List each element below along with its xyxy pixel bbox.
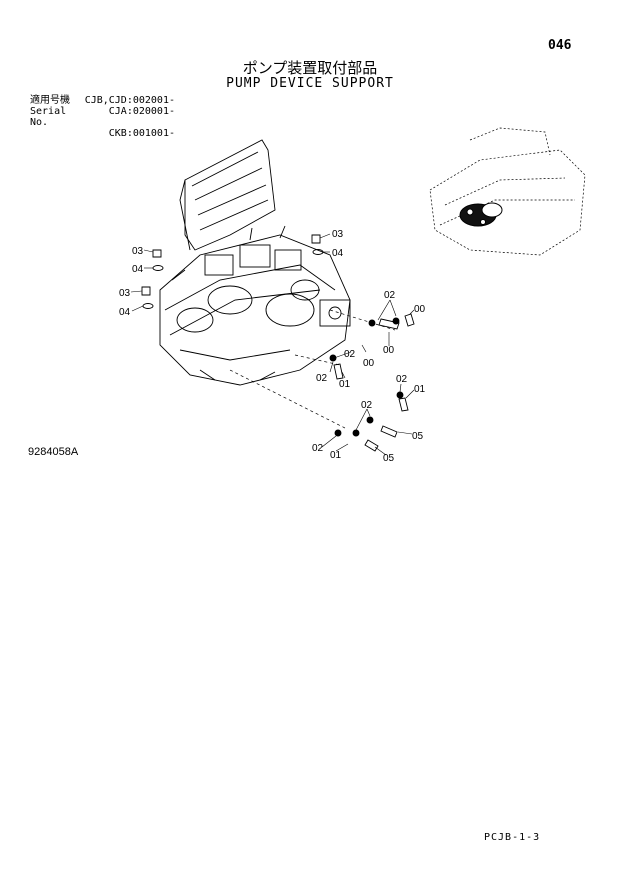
callout-label: 00	[383, 345, 395, 356]
inset-highlight-pump	[459, 202, 503, 227]
callout-label: 05	[412, 431, 424, 442]
callout-label: 00	[414, 304, 426, 315]
callout-label: 03	[119, 288, 131, 299]
callout-label: 02	[361, 400, 373, 411]
callout-label: 01	[339, 379, 351, 390]
serial-label-en: Serial No.	[30, 106, 67, 128]
callout-label: 00	[363, 358, 375, 369]
callout-label: 01	[414, 384, 426, 395]
serial-block: 適用号機 CJB,CJD:002001- Serial No. CJA:020001…	[30, 95, 175, 139]
callout-label: 02	[344, 349, 356, 360]
page-number: 046	[548, 38, 572, 53]
serial-value: CKB:001001-	[108, 128, 175, 139]
pump-assembly	[159, 225, 351, 386]
serial-value: CJA:020001-	[108, 106, 175, 117]
leader-lines	[130, 233, 415, 456]
title-english: PUMP DEVICE SUPPORT	[226, 76, 394, 91]
callout-label: 04	[332, 248, 344, 259]
serial-value: CJB,CJD:002001-	[84, 95, 175, 106]
serial-label-jp: 適用号機	[30, 95, 70, 106]
callout-label: 02	[396, 374, 408, 385]
fasteners	[141, 234, 415, 452]
callout-label: 02	[312, 443, 324, 454]
machine-location-inset	[429, 127, 586, 256]
callout-label: 02	[316, 373, 328, 384]
bracket-plate	[179, 139, 276, 251]
callout-label: 03	[132, 246, 144, 257]
footer-code: PCJB-1-3	[484, 832, 541, 843]
callout-label: 05	[383, 453, 395, 464]
callout-label: 03	[332, 229, 344, 240]
callout-label: 04	[132, 264, 144, 275]
title-japanese: ポンプ装置取付部品	[242, 59, 378, 77]
callout-label: 01	[330, 450, 342, 461]
drawing-id: 9284058A	[28, 446, 79, 458]
callout-label: 04	[119, 307, 131, 318]
callout-labels: 03 04 03 04 03 04 02 00 02 00 00 02 01 0…	[119, 229, 426, 464]
callout-label: 02	[384, 290, 396, 301]
